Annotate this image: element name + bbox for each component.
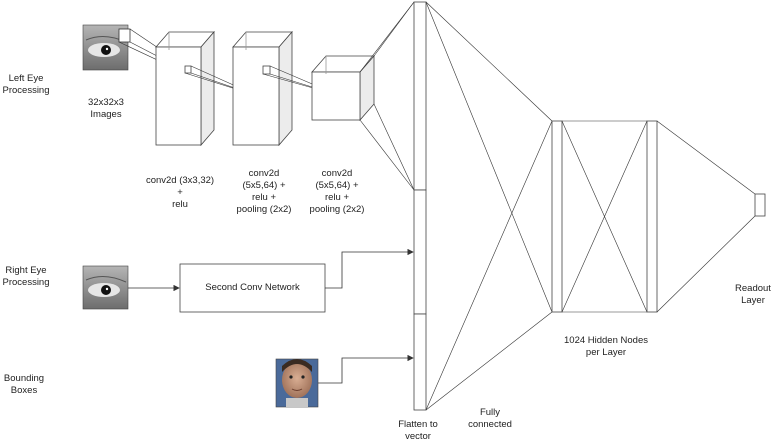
right-eye-label-line-2: Processing <box>2 277 50 288</box>
right-eye-label: Right Eye Processing <box>0 265 52 289</box>
fully-connected-label-line-2: connected <box>468 419 512 430</box>
readout-label: Readout Layer <box>728 283 778 307</box>
hidden-nodes-label-line-1: 1024 Hidden Nodes <box>564 335 648 346</box>
conv3-label-line-3: relu + <box>324 192 350 203</box>
conv-block-1 <box>155 30 215 147</box>
conv2-label: conv2d (5x5,64) + relu + pooling (2x2) <box>225 168 303 216</box>
conv2-label-line-4: pooling (2x2) <box>236 204 292 215</box>
readout-label-line-1: Readout <box>735 283 771 294</box>
images-label: 32x32x3 Images <box>82 97 130 121</box>
fully-connected-lines <box>425 1 553 411</box>
readout-layer <box>754 193 766 217</box>
second-conv-label: Second Conv Network <box>205 282 300 293</box>
second-conv-box <box>179 263 326 313</box>
flatten-label: Flatten to vector <box>390 419 446 443</box>
face-image <box>275 358 319 408</box>
right-eye-image <box>82 265 129 310</box>
conv2-label-line-1: conv2d <box>248 168 280 179</box>
flatten-vector <box>413 1 427 411</box>
conv1-label-line-1: conv2d (3x3,32) <box>145 175 215 186</box>
images-label-line-1: 32x32x3 <box>88 97 124 108</box>
hidden-nodes-label-line-2: per Layer <box>585 347 627 358</box>
conv-block-2 <box>232 30 293 147</box>
left-eye-label-line-1: Left Eye <box>8 73 44 84</box>
second-conv-to-flatten-arrow <box>325 248 414 289</box>
readout-connections <box>656 120 756 313</box>
flatten-label-line-2: vector <box>405 431 431 442</box>
conv3-label-line-2: (5x5,64) + <box>315 180 359 191</box>
left-eye-label-line-2: Processing <box>2 85 50 96</box>
flatten-label-line-1: Flatten to <box>398 419 438 430</box>
hidden-layer-connections <box>561 120 648 313</box>
bounding-box-to-flatten-arrow <box>318 354 414 384</box>
conv2-label-line-3: relu + <box>251 192 277 203</box>
images-label-line-2: Images <box>90 109 122 120</box>
conv3-label-line-4: pooling (2x2) <box>309 204 365 215</box>
right-eye-label-line-1: Right Eye <box>5 265 47 276</box>
hidden-nodes-label: 1024 Hidden Nodes per Layer <box>556 335 656 359</box>
readout-label-line-2: Layer <box>741 295 765 306</box>
bounding-boxes-label-line-1: Bounding <box>3 373 45 384</box>
fully-connected-label: Fully connected <box>462 407 518 431</box>
left-eye-image <box>82 24 131 71</box>
conv1-label-line-2: + <box>177 187 183 198</box>
conv3-label: conv2d (5x5,64) + relu + pooling (2x2) <box>298 168 376 216</box>
conv1-label-line-3: relu <box>172 199 188 210</box>
fully-connected-label-line-1: Fully <box>479 407 501 418</box>
bounding-boxes-label-line-2: Boxes <box>10 385 38 396</box>
hidden-layer-2 <box>646 120 658 313</box>
conv1-label: conv2d (3x3,32) + relu <box>140 175 220 211</box>
conv3-label-line-1: conv2d <box>321 168 353 179</box>
hidden-layer-1 <box>551 120 563 313</box>
conv2-label-line-2: (5x5,64) + <box>242 180 286 191</box>
left-eye-label: Left Eye Processing <box>0 73 52 97</box>
block3-to-flatten-lines <box>359 1 415 191</box>
bounding-boxes-label: Bounding Boxes <box>0 373 48 397</box>
